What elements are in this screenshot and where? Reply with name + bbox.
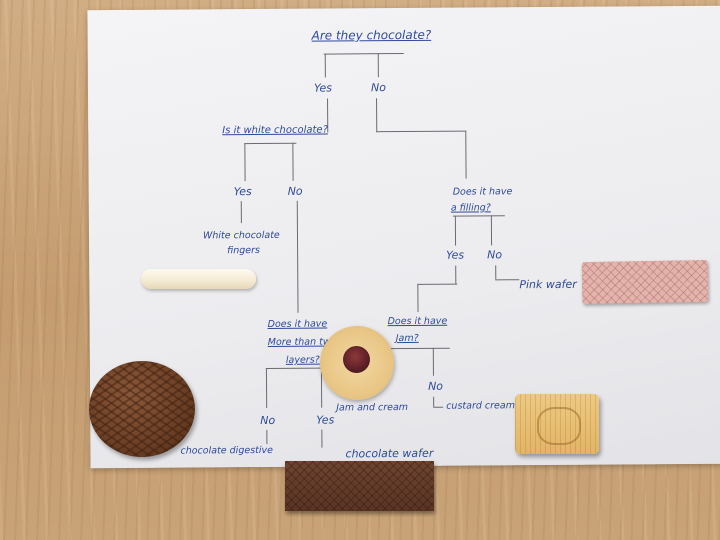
answer-no: No bbox=[427, 379, 444, 393]
answer-no: No bbox=[287, 184, 303, 198]
jam-centre bbox=[343, 346, 370, 373]
branch-line bbox=[321, 429, 323, 448]
answer-no: No bbox=[370, 81, 386, 95]
result-white-fingers: fingers bbox=[227, 245, 261, 257]
branch-line bbox=[432, 347, 434, 376]
chocolate-wafer-biscuit bbox=[285, 461, 434, 511]
answer-yes: Yes bbox=[233, 185, 252, 199]
branch-line bbox=[323, 53, 404, 55]
question-filling: a filling? bbox=[450, 202, 491, 214]
branch-line bbox=[417, 283, 458, 285]
branch-line bbox=[265, 367, 268, 408]
branch-line bbox=[292, 142, 294, 181]
branch-line bbox=[377, 53, 379, 78]
result-jam-cream: Jam and cream bbox=[336, 401, 409, 414]
question-jam: Does it have bbox=[387, 315, 448, 328]
branch-line bbox=[452, 215, 505, 217]
branch-line bbox=[324, 53, 326, 78]
branch-line bbox=[495, 265, 497, 280]
branch-line bbox=[495, 279, 520, 281]
result-white-fingers: White chocolate bbox=[202, 229, 280, 242]
result-pink-wafer: Pink wafer bbox=[519, 277, 577, 292]
answer-yes: Yes bbox=[446, 248, 465, 262]
jam-cream-biscuit bbox=[320, 326, 394, 400]
result-choc-wafer: chocolate wafer bbox=[345, 446, 434, 461]
branch-line bbox=[433, 396, 435, 407]
branch-line bbox=[454, 215, 457, 246]
question-chocolate: Are they chocolate? bbox=[311, 27, 432, 43]
question-jam: Jam? bbox=[395, 332, 419, 345]
branch-line bbox=[240, 201, 242, 224]
branch-line bbox=[266, 429, 268, 444]
branch-line bbox=[389, 347, 450, 350]
pink-wafer-biscuit bbox=[581, 259, 709, 305]
result-choc-digestive: chocolate digestive bbox=[180, 444, 273, 457]
branch-line bbox=[465, 130, 467, 179]
answer-no: No bbox=[260, 413, 276, 428]
branch-line bbox=[490, 215, 493, 246]
answer-no: No bbox=[487, 248, 503, 262]
custard-cream-pattern bbox=[537, 407, 581, 445]
branch-line bbox=[455, 265, 457, 284]
question-layers: layers? bbox=[285, 354, 320, 366]
question-filling: Does it have bbox=[452, 186, 513, 198]
branch-line bbox=[244, 143, 246, 182]
chocolate-digestive-biscuit bbox=[89, 361, 195, 457]
branch-line bbox=[244, 142, 297, 145]
answer-yes: Yes bbox=[313, 81, 333, 95]
question-layers: Does it have bbox=[267, 318, 328, 330]
branch-line bbox=[376, 130, 467, 133]
result-custard-cream: custard cream bbox=[446, 400, 515, 412]
branch-line bbox=[376, 98, 378, 133]
custard-cream-biscuit bbox=[515, 394, 599, 454]
branch-line bbox=[265, 367, 322, 369]
branch-line bbox=[433, 406, 444, 408]
white-chocolate-finger bbox=[141, 269, 256, 289]
question-white-chocolate: Is it white chocolate? bbox=[222, 124, 328, 137]
branch-line bbox=[296, 200, 299, 313]
branch-line bbox=[417, 283, 419, 312]
answer-yes: Yes bbox=[316, 413, 335, 427]
